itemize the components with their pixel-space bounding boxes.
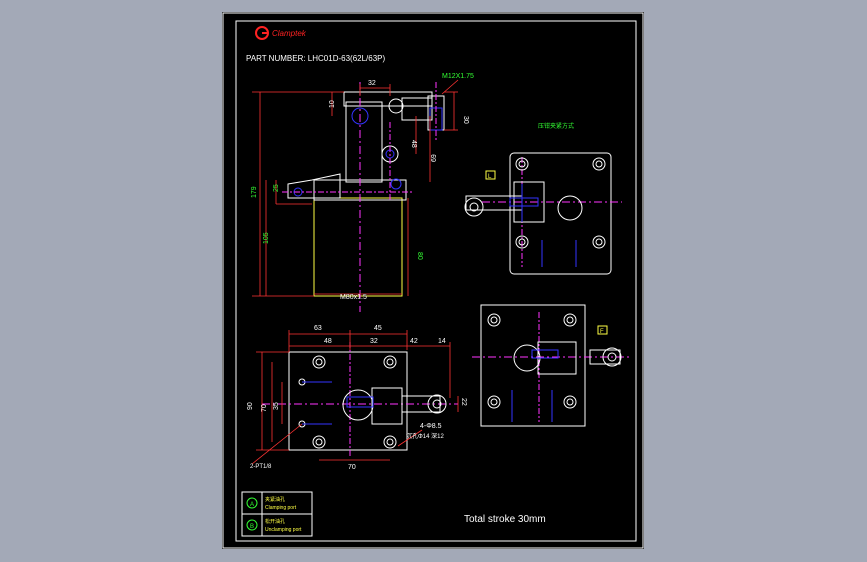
dim-thread: M12X1.75 [442, 73, 474, 80]
dim-35: 35 [273, 402, 280, 410]
dim-holes: 4-Φ8.5 [420, 423, 442, 430]
dim-69: 69 [431, 154, 438, 162]
legend-a-en: Clamping port [265, 505, 297, 511]
dim-base: M80x1.5 [340, 294, 367, 301]
dim-10: 10 [329, 100, 336, 108]
side-view-tag: L [488, 174, 492, 180]
legend-b-symbol: B [250, 524, 254, 530]
dim-22: 22 [460, 398, 467, 406]
outer-frame [222, 12, 644, 549]
dim-70: 70 [261, 404, 268, 412]
plan-view: 63 45 48 32 42 14 90 70 35 22 70 4-Φ8.5 … [247, 325, 467, 471]
dim-30: 30 [462, 116, 469, 124]
cad-drawing: Clamptek PART NUMBER: LHC01D-63(62L/63P) [222, 12, 644, 549]
dim-48b: 48 [324, 338, 332, 345]
dim-counterbore: 沉孔Φ14 深12 [406, 432, 444, 440]
clamp-body [313, 197, 403, 297]
stroke-note: Total stroke 30mm [464, 514, 546, 525]
dim-32b: 32 [370, 338, 378, 345]
dim-80: 80 [416, 252, 423, 260]
dim-14: 14 [438, 338, 446, 345]
dim-25: 25 [273, 184, 280, 192]
dim-port: 2-PT1/8 [250, 464, 272, 470]
dim-42: 42 [410, 338, 418, 345]
dim-45: 45 [374, 325, 382, 332]
right-view-tag: F [600, 329, 604, 335]
legend-b-en: Unclamping port [265, 527, 302, 533]
dim-63: 63 [314, 325, 322, 332]
part-number: PART NUMBER: LHC01D-63(62L/63P) [246, 54, 386, 63]
dim-32: 32 [368, 80, 376, 87]
drawing-sheet: Clamptek PART NUMBER: LHC01D-63(62L/63P) [222, 12, 644, 549]
side-view: 压钳夹紧方式 L [464, 122, 622, 275]
front-view: 32 M12X1.75 10 30 48 69 179 25 105 80 M8… [251, 73, 474, 312]
dim-90: 90 [247, 402, 254, 410]
legend-a-cn: 夹紧油孔 [265, 496, 285, 503]
port-legend: A 夹紧油孔 Clamping port B 松开油孔 Unclamping p… [241, 491, 313, 537]
dim-48: 48 [410, 140, 417, 148]
legend-b-cn: 松开油孔 [265, 518, 285, 525]
inner-frame [235, 20, 637, 542]
side-view-label: 压钳夹紧方式 [538, 122, 574, 130]
clamptek-logo: Clamptek [255, 26, 307, 40]
dim-70-bottom: 70 [348, 464, 356, 471]
legend-a-symbol: A [250, 502, 254, 508]
right-view: F [472, 304, 632, 427]
logo-text: Clamptek [272, 29, 307, 38]
dim-179: 179 [251, 186, 258, 198]
dim-105: 105 [263, 232, 270, 244]
